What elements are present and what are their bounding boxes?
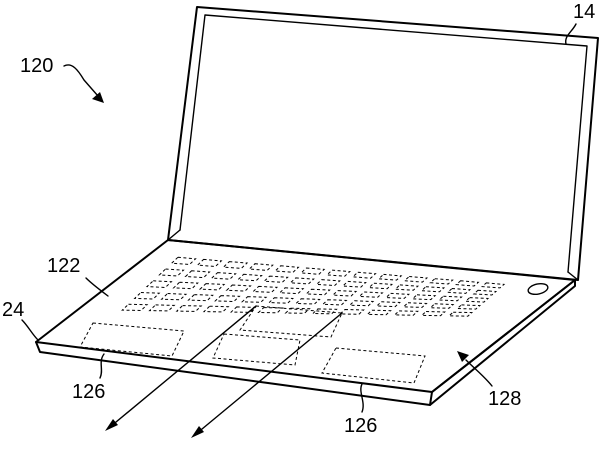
keyboard-key [248, 263, 274, 271]
keyboard-key [198, 283, 226, 291]
keyboard-key [145, 280, 173, 289]
keyboard-keys [121, 256, 506, 317]
touch-regions [79, 305, 426, 384]
keyboard-key [351, 271, 377, 279]
keyboard-key [222, 261, 249, 269]
keyboard-key [366, 309, 392, 316]
keyboard-key [148, 304, 176, 312]
label-14: 14 [573, 1, 595, 23]
keyboard-key [175, 305, 203, 312]
keyboard-key [196, 258, 223, 268]
keyboard-key [225, 284, 252, 292]
keyboard-key [480, 282, 506, 289]
keyboard-key [284, 307, 311, 314]
keyboard-key [321, 299, 348, 306]
keyboard-key [402, 302, 428, 308]
keyboard-key [170, 256, 197, 266]
keyboard-key [446, 287, 472, 294]
keyboard-key [394, 284, 420, 291]
keyboard-key [158, 268, 185, 277]
touch-region-right [321, 347, 426, 384]
keyboard-key [455, 280, 480, 287]
keyboard-key [437, 295, 463, 302]
keyboard-key [472, 289, 498, 296]
keyboard-key [160, 292, 188, 301]
keyboard-key [133, 291, 161, 300]
keyboard-key [325, 269, 351, 277]
keyboard-key [367, 282, 394, 290]
keyboard-key [187, 294, 214, 302]
keyboard-key [172, 281, 199, 290]
keyboard-key [447, 311, 474, 317]
keyboard-key [294, 298, 321, 305]
keyboard-key [464, 297, 490, 303]
keyboard-key [210, 272, 237, 280]
keyboard-key [429, 278, 454, 285]
keyboard-key [411, 294, 437, 301]
keyboard-key [251, 285, 279, 293]
keyboard-key [184, 270, 211, 279]
keyboard-key [202, 305, 230, 313]
keyboard-key [278, 287, 305, 295]
keyboard-key [403, 275, 429, 283]
keyboard-key [455, 304, 482, 310]
power-button [527, 282, 549, 296]
keyboard-key [263, 275, 289, 283]
keyboard-key [121, 303, 149, 312]
keyboard-key [331, 290, 358, 297]
keyboard-key [236, 273, 263, 282]
keyboard-key [429, 303, 455, 309]
keyboard-key [393, 310, 419, 316]
label-24: 24 [2, 299, 24, 321]
touch-region-center [239, 305, 343, 338]
keyboard-key [274, 265, 300, 273]
keyboard-key [338, 308, 365, 315]
keyboard-key [257, 307, 284, 314]
touch-region-middle [212, 333, 301, 366]
keyboard-key [341, 280, 367, 288]
keyboard-key [229, 306, 257, 313]
keyboard-key [299, 267, 326, 275]
keyboard-key [289, 277, 315, 285]
display-lid [167, 6, 599, 281]
keyboard-key [267, 297, 295, 304]
keyboard-key [420, 310, 446, 317]
label-126-left: 126 [72, 381, 105, 403]
keyboard-key [384, 292, 411, 299]
keyboard-key [377, 273, 403, 281]
keyboard-key [348, 300, 375, 307]
keyboard-key [358, 291, 384, 298]
touch-region-left [79, 322, 185, 357]
keyboard-key [420, 286, 446, 293]
label-120: 120 [20, 55, 53, 77]
label-128: 128 [488, 388, 521, 410]
reference-labels: 120 14 24 122 126 126 128 [2, 1, 595, 437]
keyboard-key [305, 288, 331, 296]
emission-arrows [105, 305, 343, 438]
keyboard-key [311, 308, 338, 315]
keyboard-key [315, 279, 341, 287]
label-126-right: 126 [344, 415, 377, 437]
keyboard-key [214, 295, 241, 303]
keyboard-key [375, 301, 401, 308]
keyboard-key [240, 296, 268, 303]
laptop-base [35, 239, 576, 406]
label-122: 122 [47, 255, 80, 277]
